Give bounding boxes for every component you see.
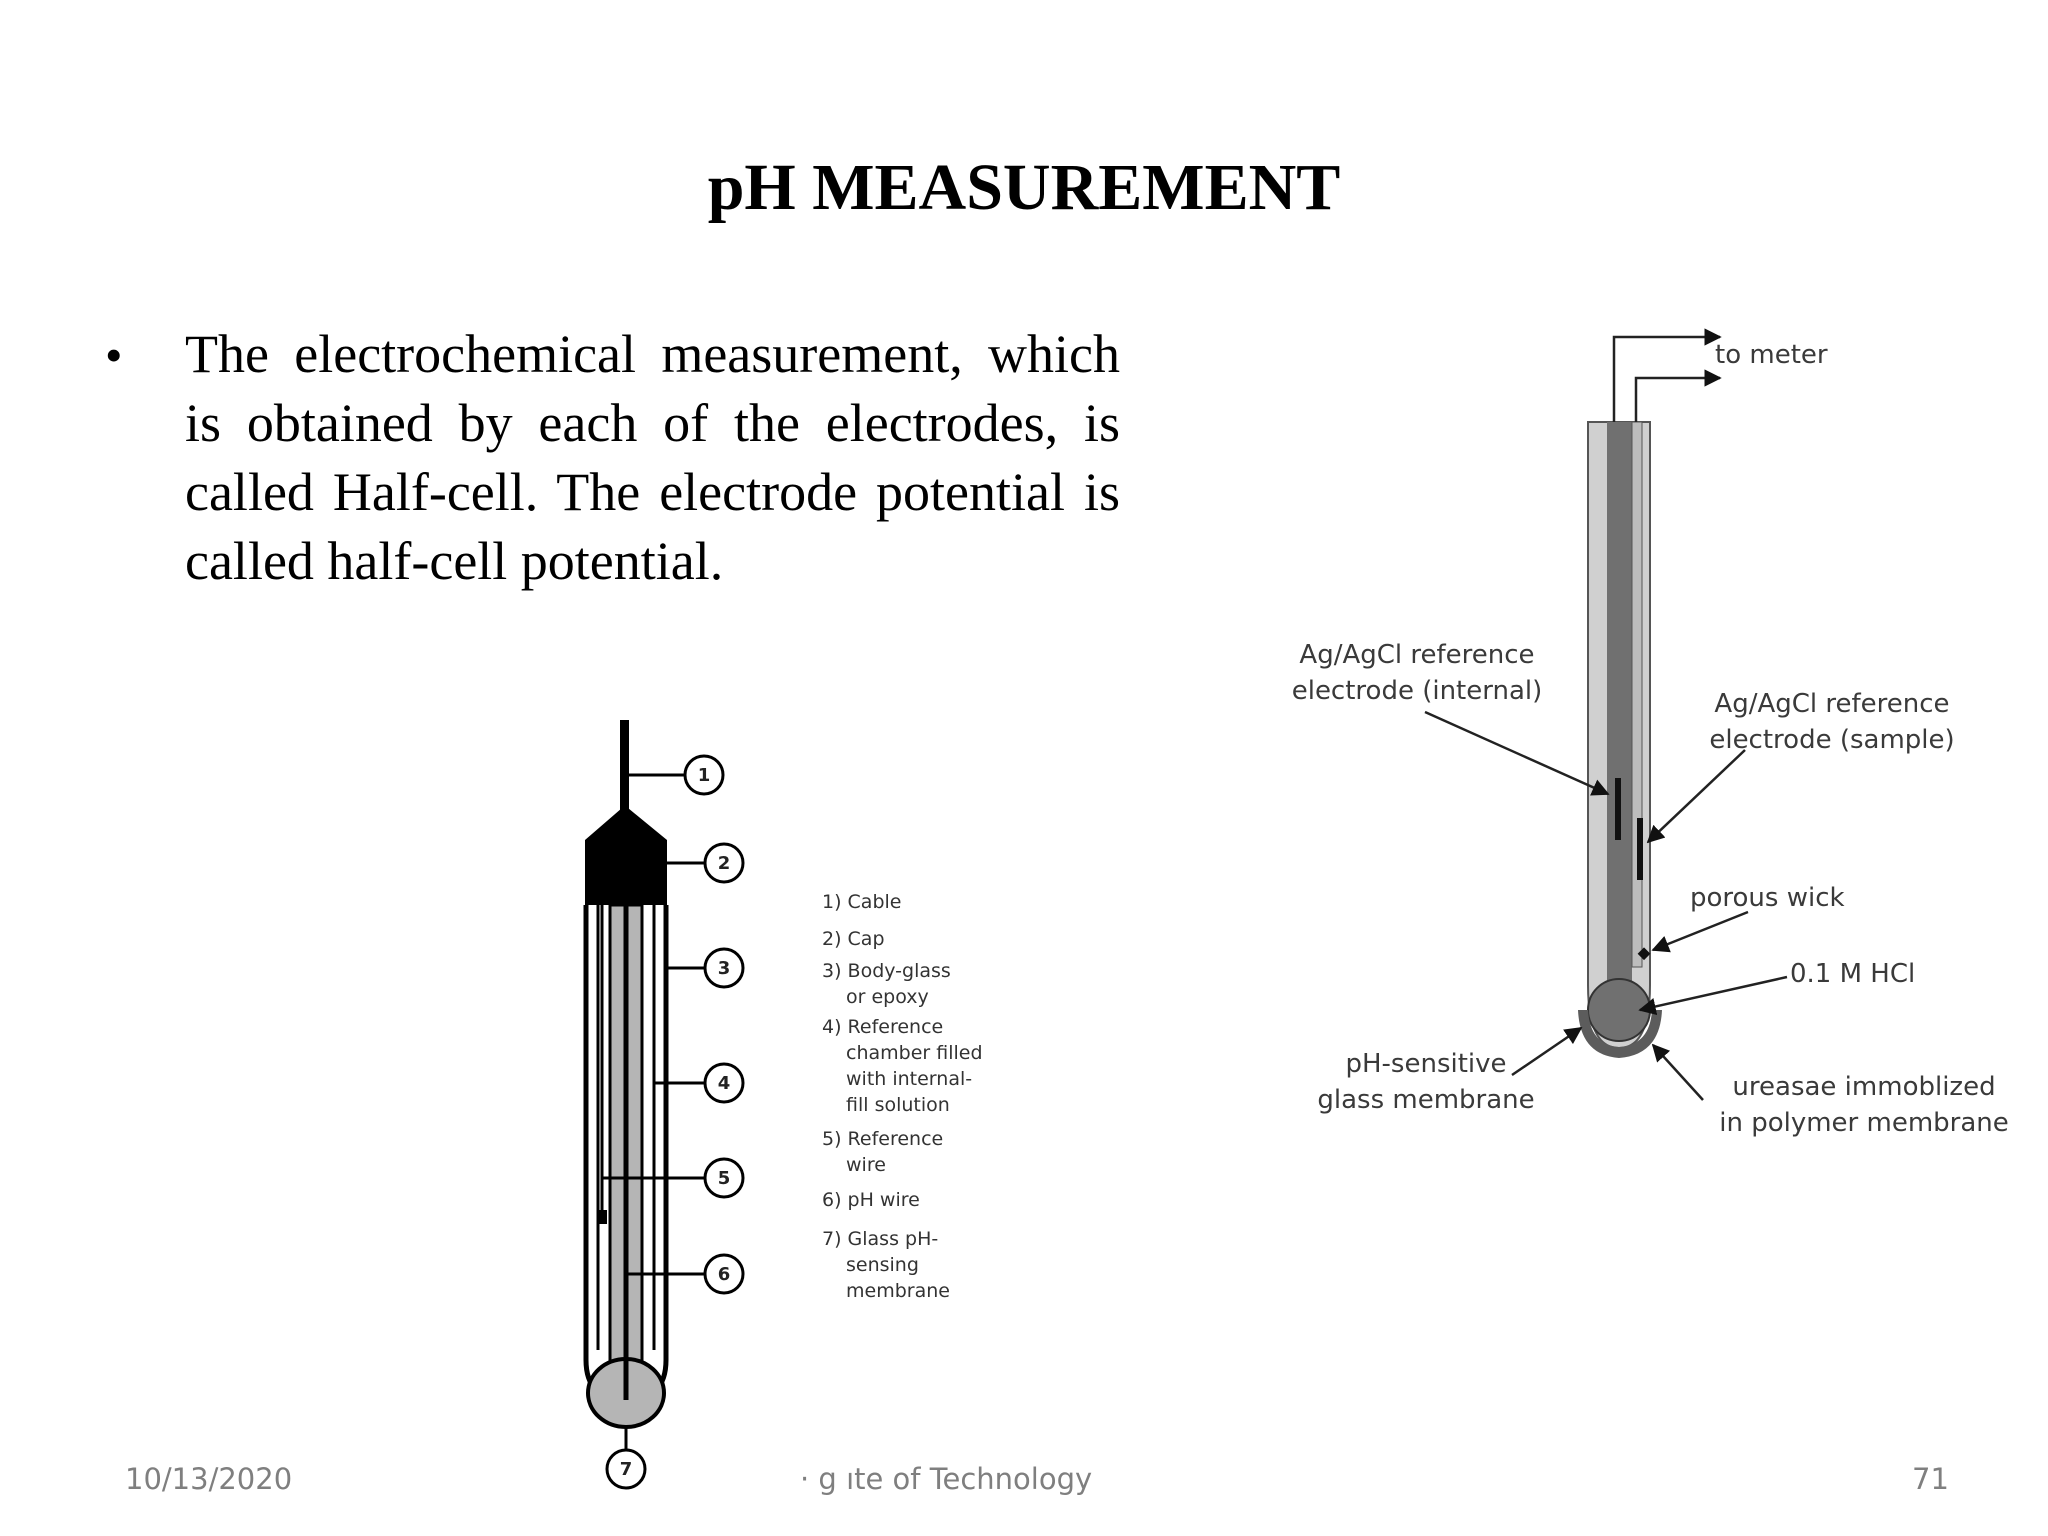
legend-item: or epoxy [846,986,929,1008]
glass-membrane-label: pH-sensitive [1345,1049,1506,1079]
svg-text:6: 6 [718,1264,731,1285]
legend-item: chamber filled [846,1042,983,1064]
slide-title: pH MEASUREMENT [707,151,1341,224]
biosensor-electrode-diagram: to meter Ag/AgCl reference electrode (in… [1292,328,2009,1138]
legend-item: 3) Body-glass [822,960,951,982]
callout-5: 5 [703,1157,745,1199]
ref-sample-label: Ag/AgCl reference [1714,689,1949,719]
to-meter-label: to meter [1715,340,1828,370]
legend-item: 4) Reference [822,1016,943,1038]
svg-text:1: 1 [698,765,711,786]
svg-text:5: 5 [718,1168,731,1189]
hcl-label: 0.1 M HCl [1790,959,1915,989]
footer-page-number: 71 [1912,1462,1949,1496]
footer-institution: · g ıte of Technology [800,1462,1093,1496]
legend: 1) Cable 2) Cap 3) Body-glass or epoxy 4… [822,891,983,1302]
bullet-marker: • [105,327,123,383]
bullet-text: The electrochemical measurement, which i… [185,324,1120,591]
legend-item: 6) pH wire [822,1189,920,1211]
legend-item: membrane [846,1280,950,1302]
ref-internal-label: electrode (internal) [1292,676,1543,706]
ref-sample-label: electrode (sample) [1709,725,1954,755]
porous-wick-label: porous wick [1690,883,1845,913]
callout-3: 3 [703,947,745,989]
legend-item: 5) Reference [822,1128,943,1150]
legend-item: 1) Cable [822,891,901,913]
legend-item: 7) Glass pH- [822,1228,938,1250]
svg-text:3: 3 [718,958,731,979]
callout-7: 7 [605,1448,647,1490]
legend-item: wire [846,1154,886,1176]
legend-item: with internal- [846,1068,972,1090]
ph-electrode-diagram: 1 2 3 4 5 6 7 [583,720,983,1490]
cable-line [620,720,629,810]
callout-2: 2 [703,842,745,884]
svg-text:2: 2 [718,853,731,874]
ref-internal-label: Ag/AgCl reference [1299,640,1534,670]
svg-text:4: 4 [718,1073,731,1094]
svg-text:7: 7 [620,1459,633,1480]
glass-membrane-label: glass membrane [1317,1085,1534,1115]
urease-label: ureasae immoblized [1732,1072,1995,1102]
callout-4: 4 [703,1062,745,1104]
footer-date: 10/13/2020 [125,1462,293,1496]
urease-label: in polymer membrane [1719,1108,2009,1138]
callout-6: 6 [703,1253,745,1295]
legend-item: 2) Cap [822,928,885,950]
callout-1: 1 [683,754,725,796]
cap-shape [585,808,667,905]
legend-item: fill solution [846,1094,950,1116]
legend-item: sensing [846,1254,919,1276]
